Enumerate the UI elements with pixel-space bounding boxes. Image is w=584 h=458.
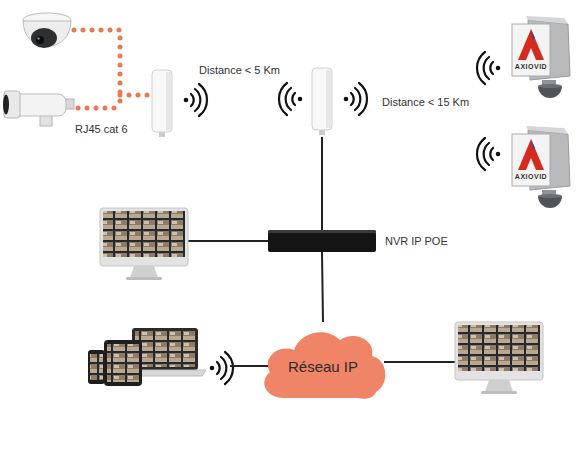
network-cable <box>321 137 323 230</box>
distance-label: RJ45 cat 6 <box>75 123 128 136</box>
node-text: NVR IP POE <box>385 235 448 247</box>
mobile-devices <box>88 328 206 386</box>
bullet-camera <box>4 91 20 118</box>
illustration <box>100 208 188 280</box>
radio-antenna <box>326 70 331 128</box>
node-text: Réseau IP <box>256 358 390 376</box>
radio-antenna <box>166 72 171 130</box>
network-cloud: Réseau IP <box>256 322 390 406</box>
node-text: AXIOVID <box>512 172 550 181</box>
housing-outline <box>526 48 536 60</box>
illustration <box>455 322 543 394</box>
radio-antenna <box>159 132 165 137</box>
rj45-cable <box>74 30 120 108</box>
illustration <box>279 83 302 115</box>
radio-antenna <box>312 68 332 130</box>
node-text: AXIOVID <box>512 62 550 71</box>
housing-outline <box>531 29 535 40</box>
mobile-devices <box>88 350 105 384</box>
radio-antenna <box>152 70 172 137</box>
mobile-devices <box>90 354 103 380</box>
dome-camera <box>36 36 44 44</box>
mobile-devices <box>135 331 195 367</box>
housing-outline <box>526 158 536 170</box>
housing-outline <box>512 134 550 186</box>
housing-outline <box>518 139 544 170</box>
rj45-cable <box>120 93 150 98</box>
distance-label: Distance < 5 Km <box>199 64 280 77</box>
illustration <box>184 84 207 116</box>
nvr-recorder: NVR IP POE <box>268 230 376 252</box>
rj45-cable <box>78 106 120 111</box>
bullet-camera <box>3 95 9 115</box>
network-cable <box>230 365 270 367</box>
illustration <box>210 352 233 384</box>
network-link <box>322 252 323 322</box>
bullet-camera <box>3 91 74 126</box>
network-cable <box>188 137 455 366</box>
illustration <box>344 83 367 115</box>
housing-outline <box>508 16 574 104</box>
dome-camera <box>23 13 71 48</box>
housing-outline <box>508 126 574 214</box>
illustration <box>477 52 500 84</box>
dome-camera <box>37 37 39 39</box>
housing-outline <box>538 84 562 88</box>
radio-antenna <box>319 130 325 135</box>
camera-housing: AXIOVID <box>508 126 574 214</box>
radio-antenna <box>312 68 332 135</box>
housing-outline <box>512 24 550 76</box>
dome-camera <box>23 21 71 47</box>
mobile-devices <box>104 340 142 386</box>
illustration <box>477 138 500 170</box>
housing-outline <box>526 126 568 134</box>
housing-outline <box>518 29 544 60</box>
dome-camera <box>31 28 57 48</box>
housing-outline <box>538 194 562 198</box>
mobile-devices <box>107 344 139 382</box>
camera-housing: AXIOVID <box>508 16 574 104</box>
radio-antenna <box>152 70 172 132</box>
network-cable <box>384 361 455 363</box>
housing-outline <box>526 16 568 24</box>
distance-label: Distance < 15 Km <box>382 96 469 109</box>
housing-outline <box>531 139 535 150</box>
rj45-cable <box>74 30 150 108</box>
network-cable <box>188 240 268 242</box>
